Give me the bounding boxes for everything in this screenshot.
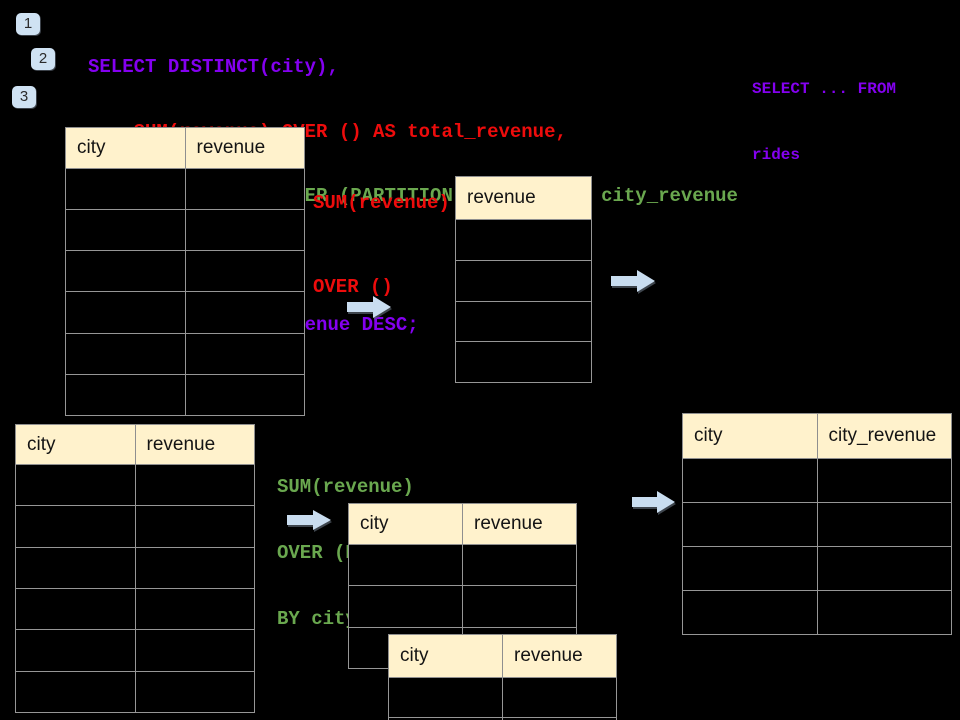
flow-arrow-icon (611, 270, 655, 292)
empty-cell (15, 587, 136, 631)
column-header: revenue (462, 503, 577, 545)
empty-cell (134, 629, 255, 672)
empty-cell (15, 546, 136, 589)
table-row (682, 546, 952, 591)
column-header: revenue (455, 176, 592, 220)
code-line: SELECT ... FROM (752, 80, 897, 98)
table-row (15, 587, 255, 631)
empty-cell (455, 219, 592, 261)
empty-cell (388, 677, 503, 718)
column-header: revenue (184, 127, 305, 169)
table-row (15, 505, 255, 548)
empty-cell (134, 587, 255, 631)
table-row (348, 585, 577, 628)
empty-cell (134, 463, 255, 507)
column-header: city (65, 127, 186, 169)
column-header: revenue (502, 634, 617, 678)
empty-cell (455, 300, 592, 343)
empty-cell (682, 546, 818, 591)
empty-cell (348, 543, 463, 587)
empty-cell (502, 677, 617, 718)
table-row (388, 677, 617, 718)
empty-cell (816, 546, 952, 591)
empty-cell (816, 590, 952, 635)
label-line: SUM(revenue) (313, 192, 450, 214)
empty-cell (15, 629, 136, 672)
empty-cell (65, 332, 186, 375)
column-header: city_revenue (816, 413, 952, 459)
label-line: OVER () (313, 276, 393, 298)
column-header: city (15, 424, 136, 465)
empty-cell (134, 505, 255, 548)
table-row (65, 291, 305, 334)
empty-cell (455, 341, 592, 383)
step-badge-1: 1 (16, 13, 40, 35)
empty-cell (65, 209, 186, 252)
empty-cell (682, 590, 818, 635)
empty-cell (15, 670, 136, 714)
empty-cell (65, 373, 186, 417)
empty-cell (462, 585, 577, 628)
table-row (15, 670, 255, 714)
empty-cell (816, 502, 952, 547)
flow-arrow-icon (287, 510, 331, 530)
empty-cell (348, 585, 463, 628)
table-row (455, 341, 592, 383)
empty-cell (462, 543, 577, 587)
step-badge-3: 3 (12, 86, 36, 108)
empty-cell (184, 291, 305, 334)
empty-cell (682, 502, 818, 547)
table-row (388, 717, 617, 720)
table-row (15, 463, 255, 507)
table-row (15, 629, 255, 672)
label-sum-over-empty: SUM(revenue) OVER () (313, 133, 450, 357)
table-row (455, 259, 592, 302)
empty-cell (134, 670, 255, 714)
table-revenue-only: revenue (455, 176, 592, 383)
empty-cell (816, 458, 952, 503)
table-row (348, 543, 577, 587)
empty-cell (184, 332, 305, 375)
empty-cell (184, 209, 305, 252)
column-header: city (682, 413, 818, 459)
column-header: revenue (134, 424, 255, 465)
empty-cell (15, 463, 136, 507)
empty-cell (184, 167, 305, 211)
empty-cell (184, 250, 305, 293)
flow-arrow-icon (632, 491, 675, 513)
empty-cell (184, 373, 305, 417)
table-row (65, 250, 305, 293)
code-line: rides (752, 146, 801, 164)
table-row (682, 458, 952, 503)
empty-cell (65, 250, 186, 293)
flow-arrow-icon (347, 296, 391, 318)
side-snippet-select-from-rides: SELECT ... FROM rides (752, 34, 896, 210)
empty-cell (502, 717, 617, 720)
table-row (455, 300, 592, 343)
table-row (65, 373, 305, 417)
table-row (65, 167, 305, 211)
empty-cell (65, 167, 186, 211)
empty-cell (65, 291, 186, 334)
empty-cell (455, 259, 592, 302)
step-badge-2: 2 (31, 48, 55, 70)
empty-cell (15, 505, 136, 548)
table-row (15, 546, 255, 589)
table-row (682, 502, 952, 547)
table-row (682, 590, 952, 635)
code-line: SELECT DISTINCT(city), (88, 56, 339, 78)
empty-cell (682, 458, 818, 503)
column-header: city (388, 634, 503, 678)
empty-cell (134, 546, 255, 589)
table-row (65, 332, 305, 375)
label-line: SUM(revenue) (277, 476, 414, 498)
table-row (455, 219, 592, 261)
column-header: city (348, 503, 463, 545)
table-row (65, 209, 305, 252)
